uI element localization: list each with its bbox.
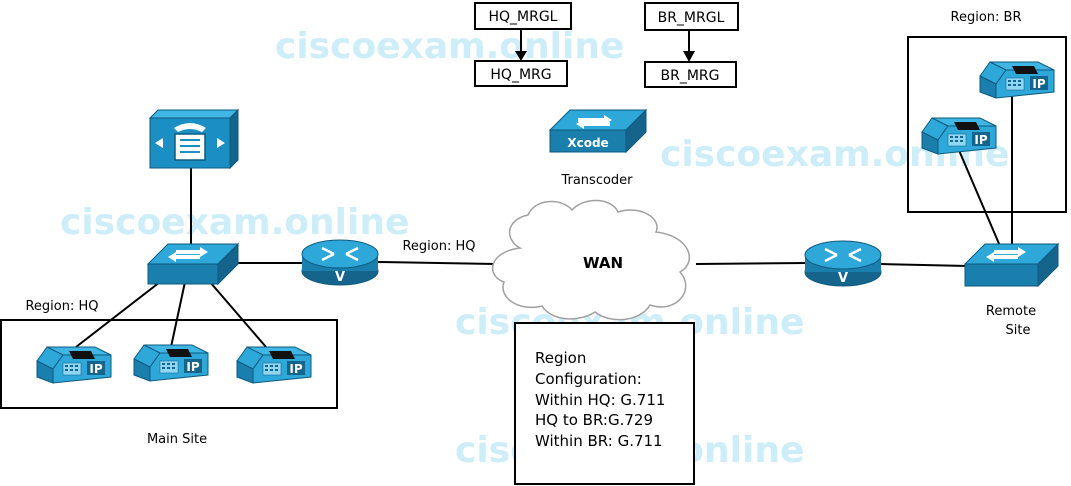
remote-site-label-1: Remote <box>986 304 1036 319</box>
ip-phone-br-2: IP <box>979 61 1055 99</box>
ip-phone-br-1: IP <box>921 117 997 155</box>
connection-lines <box>75 96 1013 348</box>
ip-badge: IP <box>89 362 102 376</box>
call-manager-icon <box>148 108 240 170</box>
link-switch-phone-1 <box>75 281 161 348</box>
remote-region-box <box>907 36 1067 213</box>
link-switch-phone-3 <box>209 281 267 348</box>
region-config-line2: Configuration: <box>535 370 642 388</box>
br-mrg-label: BR_MRG <box>661 68 720 84</box>
transcoder-arrows-icon <box>576 115 612 129</box>
hq-mrgl-box <box>474 2 572 30</box>
hq-mrg-label: HQ_MRG <box>490 67 551 83</box>
ip-badge: IP <box>974 133 987 147</box>
ip-badge: IP <box>289 362 302 376</box>
ip-badge: IP <box>186 360 199 374</box>
hq-switch-icon <box>146 242 240 286</box>
ip-phone-hq-1: IP <box>36 346 112 384</box>
br-router-icon: V <box>804 240 882 287</box>
region-config-line5: Within BR: G.711 <box>535 432 663 450</box>
remote-site-label-2: Site <box>1006 323 1031 338</box>
svg-text:V: V <box>838 271 848 286</box>
br-mrgl-box <box>644 2 739 31</box>
watermark-1: ciscoexam.online <box>275 26 624 67</box>
ip-phone-hq-3: IP <box>236 346 312 384</box>
link-switch-phone-2 <box>170 281 186 348</box>
hq-router-icon: V <box>301 239 379 286</box>
wan-cloud-icon <box>491 199 690 321</box>
hq-mrgl-arrowhead <box>515 51 527 61</box>
hq-mrgl-label: HQ_MRGL <box>488 9 557 25</box>
transcoder-device: Xcode <box>548 108 648 154</box>
watermark-3: ciscoexam.online <box>60 202 409 243</box>
transcoder-label: Transcoder <box>560 173 633 188</box>
wan-link-region-label: Region: HQ <box>402 239 475 254</box>
ip-badge: IP <box>1032 77 1045 91</box>
region-config-line1: Region <box>535 349 586 367</box>
region-config-line3: Within HQ: G.711 <box>535 391 665 409</box>
main-region-label: Region: HQ <box>25 299 98 314</box>
link-router-br-switch <box>879 263 969 267</box>
main-region-box <box>0 319 338 409</box>
main-site-label: Main Site <box>147 432 207 447</box>
mrg-group: HQ_MRGL HQ_MRG BR_MRGL BR_MRG <box>474 2 739 88</box>
br-mrgl-arrowhead <box>683 51 695 62</box>
link-wan-router-br <box>695 262 807 265</box>
ip-phone-hq-2: IP <box>133 344 209 382</box>
remote-region-label: Region: BR <box>951 10 1022 25</box>
region-config-box <box>514 322 695 485</box>
hq-mrg-box <box>474 60 568 87</box>
link-switch-phone-br-1 <box>957 147 1001 247</box>
wan-label: WAN <box>583 254 623 272</box>
region-config-line4: HQ to BR:G.729 <box>535 411 653 429</box>
br-mrg-box <box>644 61 737 88</box>
br-switch-icon <box>963 242 1060 288</box>
svg-text:V: V <box>335 270 345 285</box>
link-router-hq-wan <box>377 261 497 265</box>
br-mrgl-label: BR_MRGL <box>658 10 725 26</box>
xcode-badge: Xcode <box>567 136 608 150</box>
